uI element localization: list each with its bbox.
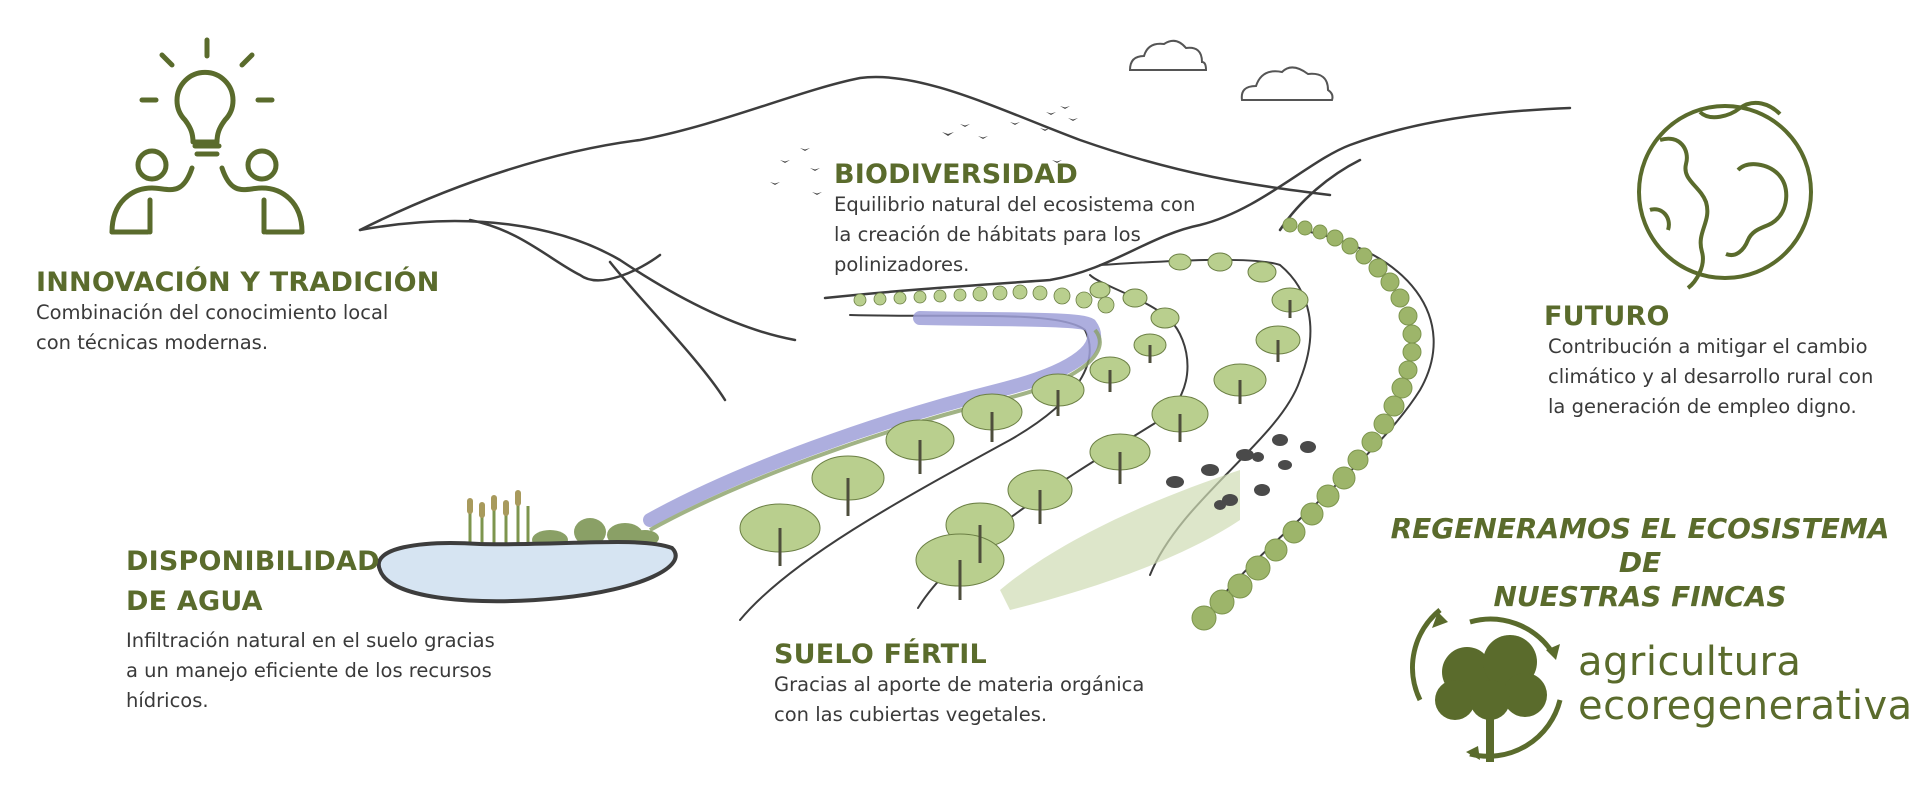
innovation-section: INNOVACIÓN Y TRADICIÓN Combinación del c… — [36, 264, 440, 358]
biodiversity-section: BIODIVERSIDAD Equilibrio natural del eco… — [834, 156, 1195, 280]
biodiversity-description: Equilibrio natural del ecosistema con la… — [834, 190, 1195, 280]
water-section: DISPONIBILIDAD DE AGUA Infiltración natu… — [126, 542, 495, 716]
biodiversity-title: BIODIVERSIDAD — [834, 159, 1078, 190]
water-title-line: DE AGUA — [126, 586, 263, 617]
soil-line: con las cubiertas vegetales. — [774, 703, 1048, 726]
hedge-row — [1191, 217, 1422, 631]
innovation-title: INNOVACIÓN Y TRADICIÓN — [36, 267, 440, 298]
slogan-line: NUESTRAS FINCAS — [1493, 580, 1787, 613]
pond — [376, 540, 678, 604]
water-line: Infiltración natural en el suelo gracias — [126, 629, 495, 652]
water-description: Infiltración natural en el suelo gracias… — [126, 626, 495, 716]
cloud-icon — [1128, 39, 1208, 71]
brand-line: ecoregenerativa — [1578, 683, 1913, 729]
mountains — [358, 75, 1572, 402]
reed-heads — [467, 490, 521, 518]
innovation-description: Combinación del conocimiento local con t… — [36, 298, 440, 358]
biodiversity-line: polinizadores. — [834, 253, 970, 276]
brand-name: agricultura ecoregenerativa — [1578, 640, 1913, 728]
lightbulb-people-icon — [109, 37, 305, 235]
biodiversity-line: Equilibrio natural del ecosistema con — [834, 193, 1196, 216]
water-line: hídricos. — [126, 689, 209, 712]
future-line: Contribución a mitigar el cambio — [1548, 335, 1868, 358]
biodiversity-line: la creación de hábitats para los — [834, 223, 1141, 246]
soil-line: Gracias al aporte de materia orgánica — [774, 673, 1145, 696]
olive-trees — [739, 252, 1309, 600]
future-description: Contribución a mitigar el cambio climáti… — [1548, 332, 1873, 422]
slogan-line: REGENERAMOS EL ECOSISTEMA DE — [1390, 512, 1890, 579]
globe-icon — [1637, 100, 1813, 290]
water-line: a un manejo eficiente de los recursos — [126, 659, 492, 682]
future-line: la generación de empleo digno. — [1548, 395, 1857, 418]
cloud-icon — [1240, 66, 1334, 101]
future-section: FUTURO Contribución a mitigar el cambio … — [1544, 298, 1873, 422]
innovation-line: Combinación del conocimiento local — [36, 301, 389, 324]
water-title-line: DISPONIBILIDAD — [126, 546, 380, 577]
future-title: FUTURO — [1544, 301, 1670, 332]
soil-section: SUELO FÉRTIL Gracias al aporte de materi… — [774, 636, 1144, 730]
bird-icon — [770, 106, 1078, 195]
brand-line: agricultura — [1578, 639, 1802, 685]
slogan: REGENERAMOS EL ECOSISTEMA DE NUESTRAS FI… — [1380, 512, 1900, 614]
soil-title: SUELO FÉRTIL — [774, 639, 987, 670]
innovation-line: con técnicas modernas. — [36, 331, 269, 354]
tree-logo-icon — [1410, 608, 1563, 762]
cover-crop — [1000, 470, 1240, 610]
water-title: DISPONIBILIDAD DE AGUA — [126, 542, 495, 622]
sheep-icon — [1166, 434, 1316, 510]
future-line: climático y al desarrollo rural con — [1548, 365, 1874, 388]
soil-description: Gracias al aporte de materia orgánica co… — [774, 670, 1144, 730]
lavender-strip — [643, 311, 1102, 532]
